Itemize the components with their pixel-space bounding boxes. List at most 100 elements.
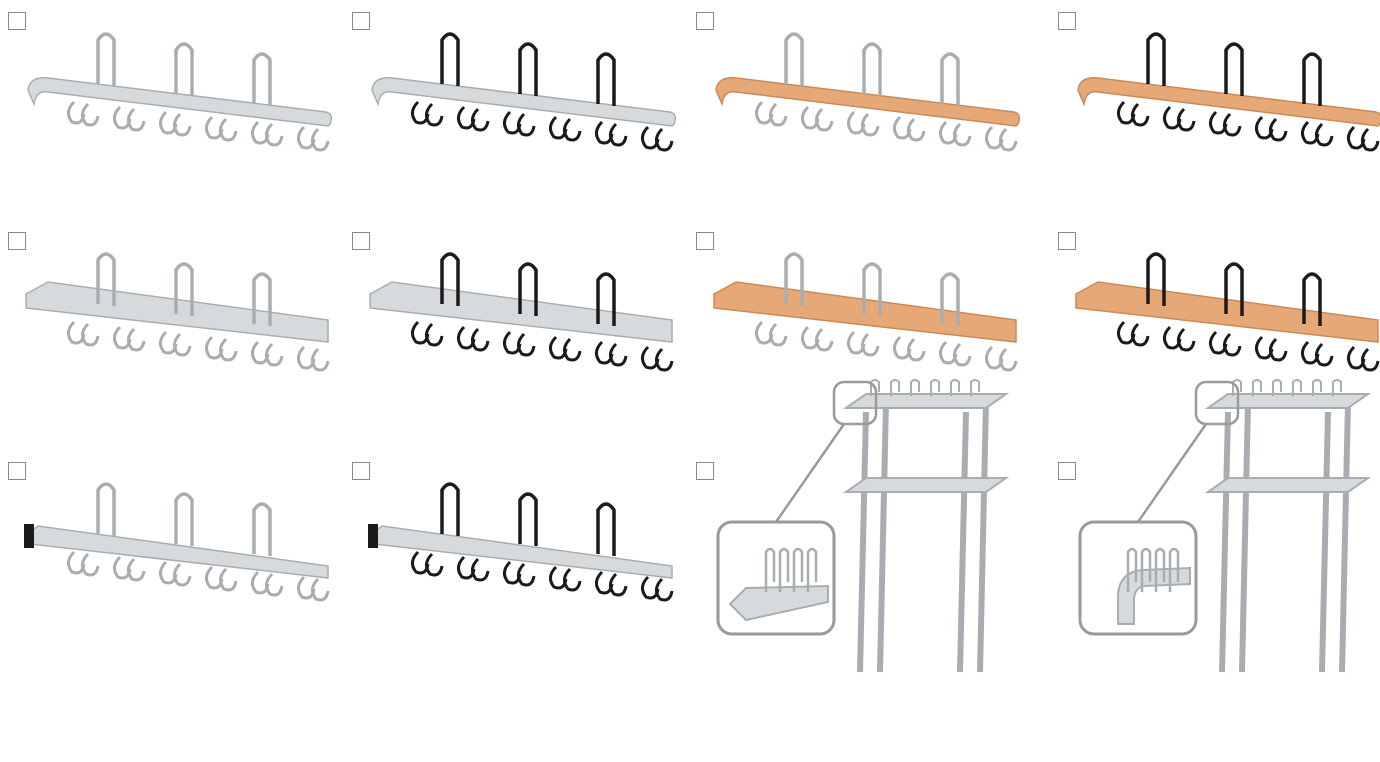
hat-hook	[518, 42, 538, 96]
coat-hook	[219, 567, 238, 592]
hat-hook	[784, 252, 804, 306]
coat-hook	[517, 332, 536, 357]
coat-hook	[173, 112, 192, 137]
hat-hook	[940, 272, 960, 326]
coat-hook	[471, 557, 490, 582]
coat-hook	[81, 322, 100, 347]
coat-hook	[655, 127, 674, 152]
stand-post	[1239, 401, 1251, 673]
callout-hook	[764, 547, 776, 592]
coat-hook	[425, 322, 444, 347]
product-image	[27, 32, 333, 152]
callout-hook	[1168, 547, 1180, 592]
coat-hook	[609, 342, 628, 367]
hat-hook	[784, 32, 804, 86]
option-checkbox[interactable]	[696, 12, 714, 30]
coat-hook	[815, 107, 834, 132]
option-tile[interactable]	[8, 232, 338, 402]
ring-hook	[910, 379, 920, 396]
rack-illustration	[25, 252, 330, 372]
callout-hook	[792, 547, 804, 592]
option-checkbox[interactable]	[352, 232, 370, 250]
rack-illustration	[1077, 32, 1380, 152]
hat-hook	[518, 492, 538, 546]
option-checkbox[interactable]	[8, 12, 26, 30]
coat-hook	[999, 127, 1018, 152]
product-image	[1075, 252, 1380, 372]
coat-hook	[1269, 117, 1288, 142]
ring-hook	[930, 379, 940, 396]
option-checkbox[interactable]	[8, 232, 26, 250]
coat-hook	[219, 117, 238, 142]
rack-illustration	[369, 252, 674, 372]
coat-hook	[81, 552, 100, 577]
rack-bar	[27, 77, 333, 127]
zoom-marker	[1194, 380, 1240, 426]
coat-hook	[563, 337, 582, 362]
hat-hook	[1224, 262, 1244, 316]
coat-hook	[655, 347, 674, 372]
stand-ring	[1204, 477, 1372, 493]
coat-hook	[517, 112, 536, 137]
option-checkbox[interactable]	[352, 462, 370, 480]
option-tile[interactable]	[352, 12, 682, 182]
hat-hook	[1302, 272, 1322, 326]
product-image	[371, 32, 677, 152]
coat-hook	[311, 577, 330, 602]
product-image	[368, 482, 674, 602]
stand-post	[1319, 411, 1331, 673]
ring-hook	[1252, 379, 1262, 396]
option-tile[interactable]	[1058, 232, 1380, 402]
coat-hook	[311, 127, 330, 152]
coat-hook	[953, 122, 972, 147]
coat-hook	[425, 552, 444, 577]
coat-hook	[655, 577, 674, 602]
bar-end-cap	[368, 524, 378, 548]
coat-hook	[769, 102, 788, 127]
option-checkbox[interactable]	[696, 462, 714, 480]
zoom-marker	[832, 380, 878, 426]
option-tile[interactable]	[352, 232, 682, 402]
coat-hook	[173, 562, 192, 587]
product-image	[713, 252, 1018, 372]
hat-hook	[440, 482, 460, 536]
rack-bar	[373, 525, 673, 579]
option-tile[interactable]	[352, 462, 682, 662]
option-checkbox[interactable]	[1058, 232, 1076, 250]
option-checkbox[interactable]	[8, 462, 26, 480]
option-checkbox[interactable]	[696, 232, 714, 250]
option-tile[interactable]	[1058, 12, 1380, 182]
coat-hook	[1177, 327, 1196, 352]
callout-hook	[1140, 547, 1152, 592]
coat-hook	[265, 572, 284, 597]
callout-hook	[1154, 547, 1166, 592]
option-checkbox[interactable]	[1058, 12, 1076, 30]
hat-hook	[96, 482, 116, 536]
callout-hook	[1126, 547, 1138, 592]
option-tile[interactable]	[8, 12, 338, 182]
callout-frame-corner	[728, 584, 829, 622]
ring-hook	[1292, 379, 1302, 396]
hat-hook	[96, 32, 116, 86]
stand-post	[1339, 401, 1351, 673]
product-image	[1077, 32, 1380, 152]
option-checkbox[interactable]	[352, 12, 370, 30]
stand-post	[1219, 411, 1231, 673]
ring-hook	[1312, 379, 1322, 396]
coat-hook	[127, 557, 146, 582]
coat-hook	[265, 342, 284, 367]
option-checkbox[interactable]	[1058, 462, 1076, 480]
coat-hook	[265, 122, 284, 147]
stand-ring	[1204, 393, 1372, 409]
rack-bar	[371, 77, 677, 127]
product-image	[715, 32, 1021, 152]
coat-hook	[609, 122, 628, 147]
option-tile[interactable]	[696, 232, 1026, 402]
option-tile[interactable]	[696, 379, 1026, 673]
option-tile[interactable]	[696, 12, 1026, 182]
hat-hook	[252, 272, 272, 326]
coat-hook	[861, 112, 880, 137]
option-tile[interactable]	[1058, 379, 1380, 673]
option-tile[interactable]	[8, 462, 338, 662]
product-image	[1078, 379, 1372, 673]
